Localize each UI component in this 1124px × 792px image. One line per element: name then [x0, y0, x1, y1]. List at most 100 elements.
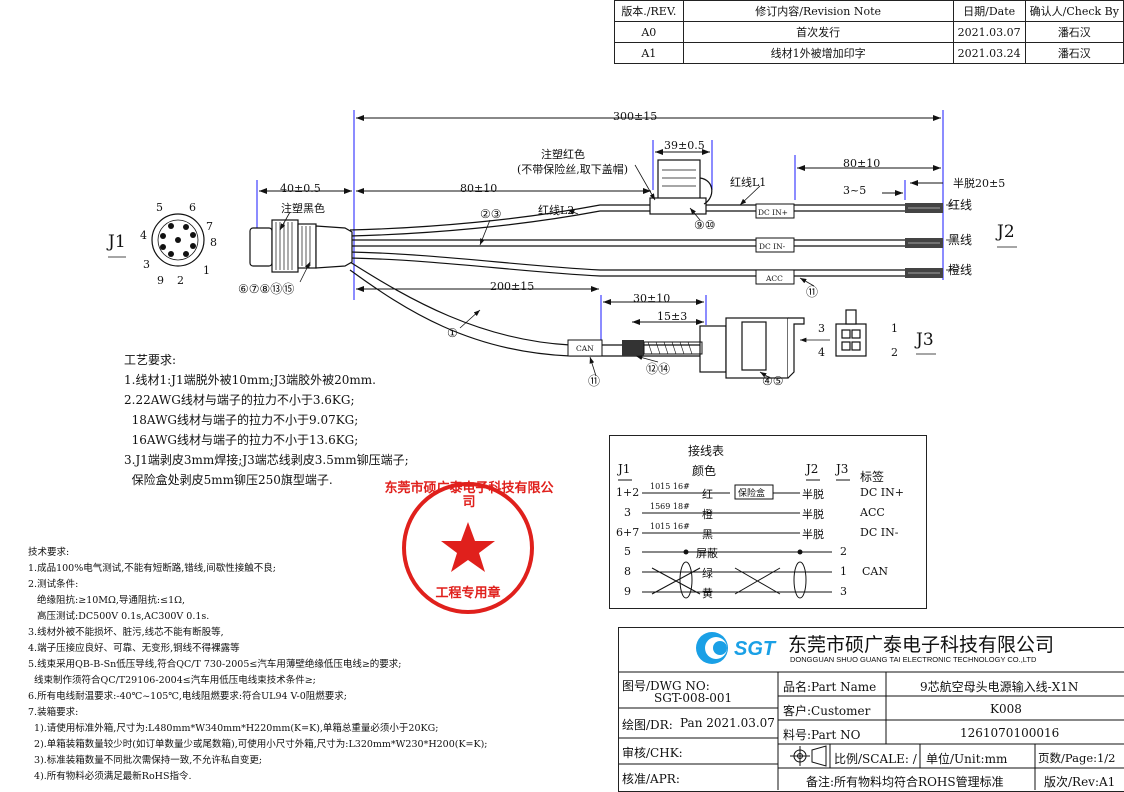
- wiring-spec: 1569 18#: [650, 502, 690, 511]
- part-no-value: 1261070100016: [960, 726, 1060, 740]
- tech-line: 1).请使用标准外箱,尺寸为:L480mm*W340mm*H220mm(K=K)…: [28, 723, 439, 734]
- balloon-11-acc: ⑪: [806, 285, 819, 299]
- wiring-col-j3: J3: [836, 462, 849, 476]
- process-line: 18AWG线材与端子的拉力不小于9.07KG;: [124, 413, 359, 427]
- process-line: 保险盒处剥皮5mm铆压250旗型端子.: [124, 473, 333, 487]
- dim-30: 30±10: [633, 292, 671, 305]
- j1-label: J1: [108, 232, 126, 252]
- tech-line: 6.所有电线耐温要求:-40℃~105℃,电线阻燃要求:符合UL94 V-0阻燃…: [28, 691, 347, 702]
- wiring-fuse-box: 保险盒: [738, 489, 766, 499]
- tech-requirements: 技术要求: 1.成品100%电气测试,不能有短断路,错线,间歇性接触不良; 2.…: [28, 545, 488, 785]
- tech-line: 3).标准装箱数量不同批次需保持一致,不允许私自变更;: [28, 755, 263, 766]
- j3-pin-1: 1: [891, 322, 898, 335]
- process-line: 1.线材1:J1端脱外被10mm;J3端胶外被20mm.: [124, 373, 376, 387]
- rev-cell: 2021.03.24: [952, 42, 1026, 64]
- wiring-j1: 3: [624, 506, 631, 519]
- tech-line: 2.测试条件:: [28, 579, 79, 590]
- part-name-label: 品名:Part Name: [783, 680, 877, 694]
- wiring-color: 红: [702, 488, 713, 501]
- wiring-label: DC IN+: [860, 486, 904, 499]
- rev-cell: A0: [614, 21, 684, 43]
- wiring-j1: 6+7: [616, 526, 640, 539]
- wiring-col-label: 标签: [860, 470, 885, 484]
- scale-field: 比例/SCALE: /: [834, 752, 917, 766]
- wiring-title: 接线表: [688, 444, 725, 458]
- company-logo: SGT: [734, 638, 776, 660]
- dwg-no-value: SGT-008-001: [654, 691, 733, 705]
- wiring-label: ACC: [860, 506, 885, 519]
- sleeve-can: CAN: [576, 344, 594, 353]
- tech-line: 绝缘阻抗:≥10MΩ,导通阻抗:≤1Ω,: [28, 595, 186, 606]
- wiring-table: [609, 435, 927, 609]
- wiring-j1: 1+2: [616, 486, 640, 499]
- stamp-sub-text: 工程专用章: [435, 586, 501, 601]
- dim-39: 39±0.5: [664, 139, 705, 152]
- approve-label: 核准/APR:: [622, 772, 680, 786]
- process-title: 工艺要求:: [124, 353, 177, 367]
- tech-line: 2).单箱装箱数量较少时(如订单数量少或尾数箱),可使用小尺寸外箱,尺寸为:L3…: [28, 739, 488, 750]
- j2-label: J2: [997, 222, 1015, 242]
- wiring-spec: 1015 16#: [650, 522, 690, 531]
- rev-cell: 潘石汉: [1024, 42, 1124, 64]
- drawn-by-label: 绘图/DR:: [622, 718, 673, 732]
- dim-half-strip: 半脱20±5: [953, 177, 1006, 190]
- tech-line: 1.成品100%电气测试,不能有短断路,错线,间歇性接触不良;: [28, 563, 276, 574]
- wiring-color: 黑: [702, 528, 713, 541]
- sleeve-acc: ACC: [766, 274, 783, 283]
- wiring-col-j2: J2: [806, 462, 819, 476]
- tech-line: 7.装箱要求:: [28, 707, 79, 718]
- dim-40: 40±0.5: [280, 182, 321, 195]
- wiring-color: 屏蔽: [696, 547, 718, 560]
- mold-red-label: 注塑红色: [541, 148, 585, 161]
- stamp-company-text: 东莞市硕广泰电子科技有限公司: [384, 481, 554, 510]
- tech-line: 3.线材外被不能损坏、脏污,线芯不能有断股等,: [28, 627, 224, 638]
- j1-pin-3: 3: [143, 258, 150, 271]
- j3-pin-2: 2: [891, 346, 898, 359]
- j1-pin-5: 5: [156, 201, 163, 214]
- wire-orange-label: 橙线: [948, 263, 973, 277]
- wiring-color: 橙: [702, 508, 713, 521]
- wiring-color: 绿: [702, 567, 713, 580]
- process-line: 16AWG线材与端子的拉力不小于13.6KG;: [124, 433, 359, 447]
- j1-pin-7: 7: [206, 220, 213, 233]
- wiring-color: 黄: [702, 587, 713, 600]
- process-line: 3.J1端剥皮3mm焊接;J3端芯线剥皮3.5mm铆压端子;: [124, 453, 409, 467]
- sleeve-dcin-plus: DC IN+: [758, 208, 788, 217]
- customer-value: K008: [990, 702, 1022, 716]
- rev-cell: 线材1外被增加印字: [682, 42, 954, 64]
- dim-3-5: 3~5: [843, 184, 867, 197]
- process-requirements: 工艺要求: 1.线材1:J1端脱外被10mm;J3端胶外被20mm. 2.22A…: [124, 350, 409, 490]
- wiring-j3: 3: [840, 585, 847, 598]
- red-l1-label: 红线L1: [730, 176, 767, 189]
- dim-15: 15±3: [657, 310, 688, 323]
- tech-title: 技术要求:: [28, 547, 70, 558]
- tech-line: 高压测试:DC500V 0.1s,AC300V 0.1s.: [28, 611, 210, 622]
- wiring-j3: 2: [840, 545, 847, 558]
- wiring-label: DC IN-: [860, 526, 899, 539]
- process-line: 2.22AWG线材与端子的拉力不小于3.6KG;: [124, 393, 355, 407]
- red-l2-label: 红线L2: [538, 204, 575, 217]
- sleeve-dcin-minus: DC IN-: [759, 242, 786, 251]
- tech-line: 线束制作须符合QC/T29106-2004≤汽车用低压电线束技术条件≥;: [28, 675, 316, 686]
- dim-80-right: 80±10: [843, 157, 881, 170]
- j1-pin-2: 2: [177, 274, 184, 287]
- balloon-1214: ⑫⑭: [646, 362, 671, 376]
- wiring-label: CAN: [862, 565, 888, 578]
- balloon-11-can: ⑪: [588, 374, 601, 388]
- part-name-value: 9芯航空母头电源输入线-X1N: [920, 680, 1079, 694]
- mold-red-note: (不带保险丝,取下盖帽): [517, 163, 629, 176]
- part-no-label: 料号:Part NO: [783, 728, 861, 742]
- j3-pin-4: 4: [818, 346, 825, 359]
- wiring-j1: 9: [624, 585, 631, 598]
- unit-field: 单位/Unit:mm: [926, 752, 1008, 766]
- wiring-col-color: 颜色: [692, 464, 717, 478]
- wiring-j1: 8: [624, 565, 631, 578]
- customer-label: 客户:Customer: [783, 704, 871, 718]
- wiring-j2: 半脱: [802, 488, 824, 501]
- check-label: 审核/CHK:: [622, 746, 683, 760]
- dwg-no-label: 图号/DWG NO:: [622, 679, 710, 693]
- j3-label: J3: [916, 330, 934, 350]
- tech-line: 5.线束采用QB-B-Sn低压导线,符合QC/T 730-2005≤汽车用薄壁绝…: [28, 659, 402, 670]
- j1-pin-1: 1: [203, 264, 210, 277]
